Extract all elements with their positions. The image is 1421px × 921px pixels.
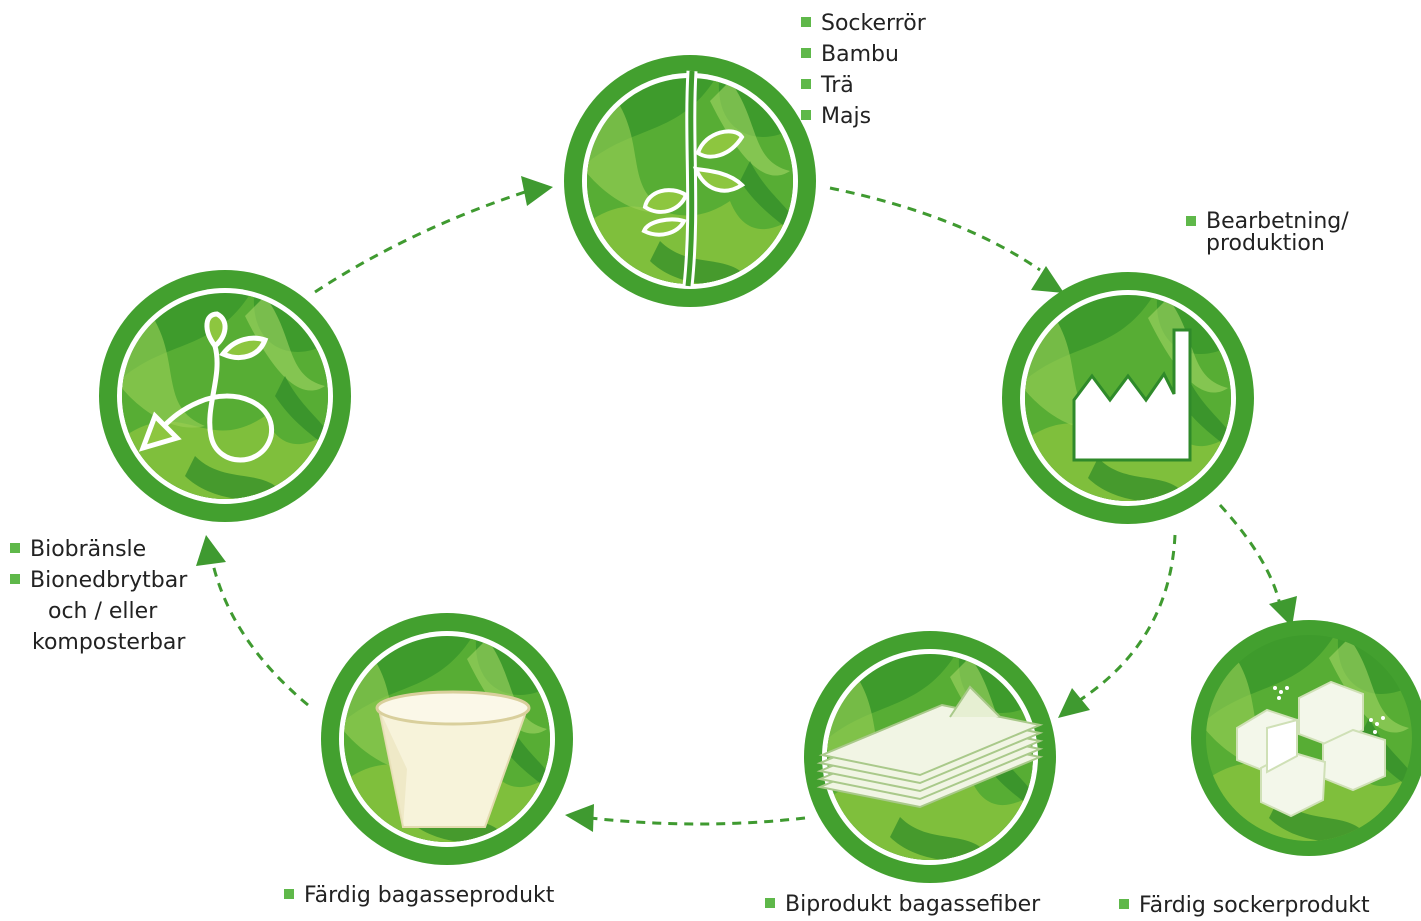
plant-stem-icon [641,70,746,287]
label-item: och / eller [48,599,158,624]
label-item: Sockerrör [801,8,926,39]
fiber-sheets-icon [816,685,1044,809]
sugar-cubes-icon [1236,680,1386,818]
label-item: komposterbar [32,630,186,655]
label-sugar-product: Färdig sockerprodukt [1119,890,1370,921]
label-item: produktion [1206,231,1325,256]
node-bagasse-product [321,613,573,865]
arrow-to-bagasse-fiber [1079,534,1177,702]
label-bagasse-fiber: Biprodukt bagassefiber [765,889,1040,920]
arrow-to-processing [829,186,1041,272]
arrow-heads [196,176,1297,832]
label-end-of-life: Biobränsle Bionedbrytbar och / eller kom… [10,534,187,658]
factory-icon [1072,328,1192,462]
arrow-to-raw-materials [314,190,526,294]
label-bagasse-product: Färdig bagasseprodukt [284,880,554,911]
label-item: Bionedbrytbar [10,565,187,596]
label-processing: Bearbetning/ produktion [1186,211,1349,255]
node-bagasse-fiber [804,631,1056,883]
sprout-cycle-icon [138,311,274,463]
node-sugar-product [1191,620,1421,856]
arrow-to-sugar-product [1218,503,1282,606]
node-end-of-life [99,270,351,522]
label-item: Bearbetning/ [1186,211,1349,233]
cup-icon [375,690,531,828]
flow-arrows [210,186,1282,826]
arrow-to-end-of-life [210,559,309,707]
label-item: Bambu [801,39,926,70]
label-raw-materials: Sockerrör Bambu Trä Majs [801,8,926,132]
label-item: Biprodukt bagassefiber [765,889,1040,920]
arrow-to-bagasse-product [589,816,806,826]
node-raw-materials [564,55,816,307]
sugar-sparkle-icon [1273,686,1385,734]
label-item: Färdig bagasseprodukt [284,880,554,911]
node-processing [1002,272,1254,524]
label-item: Trä [801,70,926,101]
label-item: Majs [801,101,926,132]
label-item: Biobränsle [10,534,187,565]
label-item: Färdig sockerprodukt [1119,890,1370,921]
